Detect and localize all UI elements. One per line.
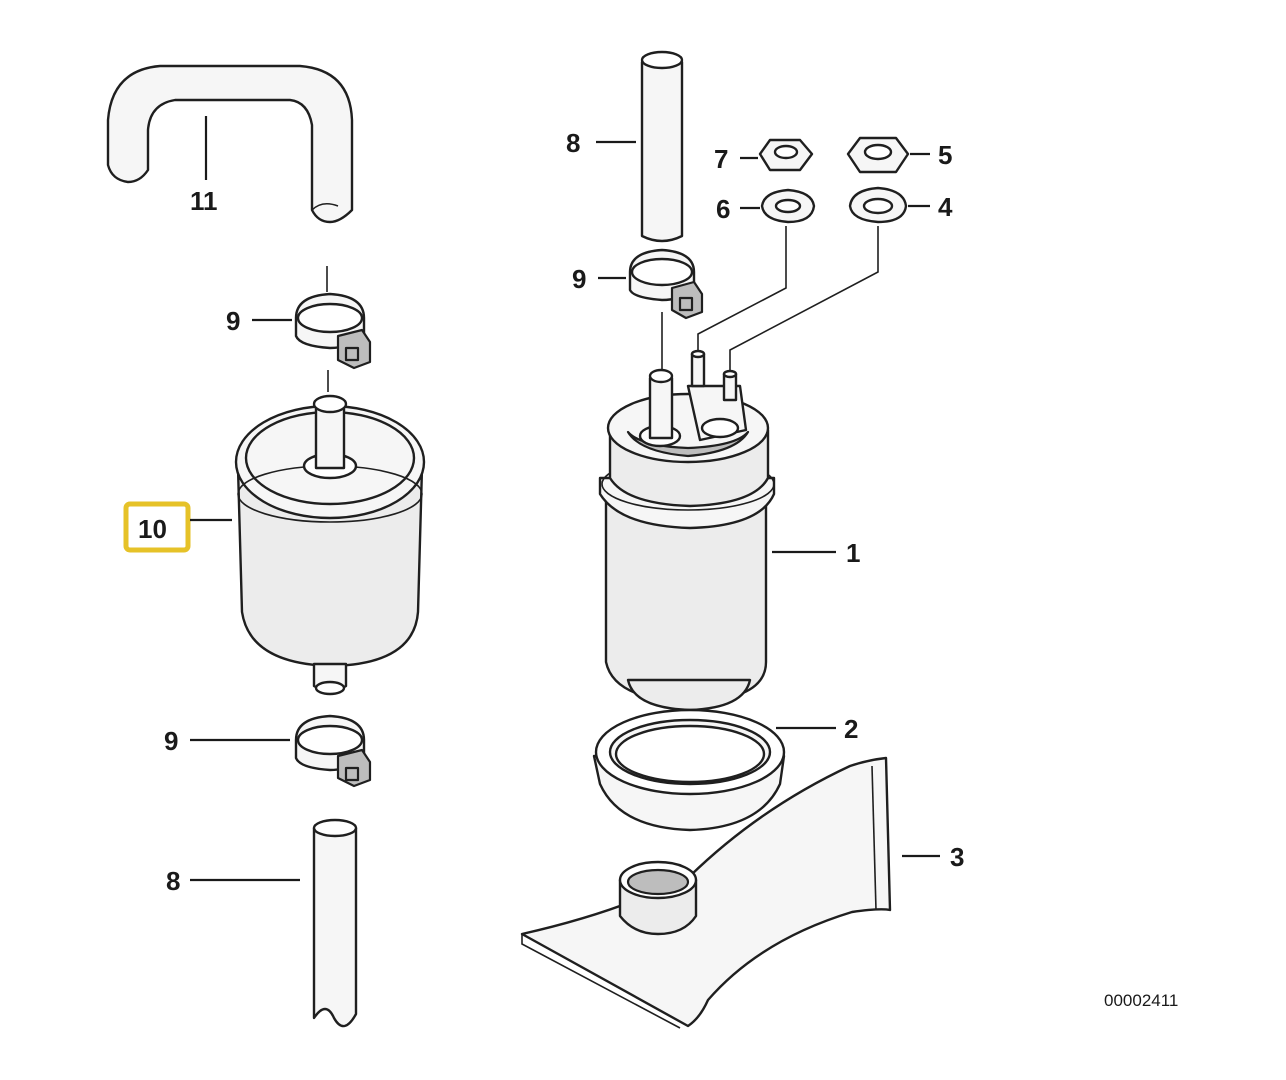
drawing-number: 00002411 [1104, 991, 1178, 1010]
callout-6: 6 [716, 194, 730, 224]
callout-8-top: 8 [566, 128, 580, 158]
part-8-fuel-hose-bottom[interactable] [312, 818, 358, 1028]
callout-8-bottom: 8 [166, 866, 180, 896]
callout-2: 2 [844, 714, 858, 744]
part-7-hex-nut[interactable] [758, 138, 814, 172]
part-10-fuel-filter[interactable] [234, 370, 426, 696]
part-9-hose-clamp-lower-left[interactable] [294, 714, 372, 788]
callout-10: 10 [138, 514, 167, 544]
part-3-damper-funnel[interactable] [520, 756, 892, 1029]
callout-4: 4 [938, 192, 953, 222]
part-8-fuel-hose-top[interactable] [640, 50, 684, 243]
callout-1: 1 [846, 538, 860, 568]
part-9-hose-clamp-upper-left[interactable] [294, 292, 372, 370]
part-1-fuel-pump[interactable] [598, 349, 776, 712]
callout-9-right: 9 [572, 264, 586, 294]
part-9-hose-clamp-right[interactable] [628, 248, 704, 320]
callout-7: 7 [714, 144, 728, 174]
part-2-rubber-ring[interactable] [592, 708, 786, 832]
callout-3: 3 [950, 842, 964, 872]
part-4-lock-washer[interactable] [848, 186, 908, 224]
callout-9-upper-left: 9 [226, 306, 240, 336]
callout-5: 5 [938, 140, 952, 170]
callout-11: 11 [190, 186, 218, 216]
part-6-lock-washer[interactable] [760, 188, 816, 224]
callout-10-highlight-box [123, 501, 191, 553]
part-11-u-hose[interactable] [106, 64, 354, 224]
part-5-hex-nut[interactable] [846, 136, 910, 174]
callout-9-lower-left: 9 [164, 726, 178, 756]
